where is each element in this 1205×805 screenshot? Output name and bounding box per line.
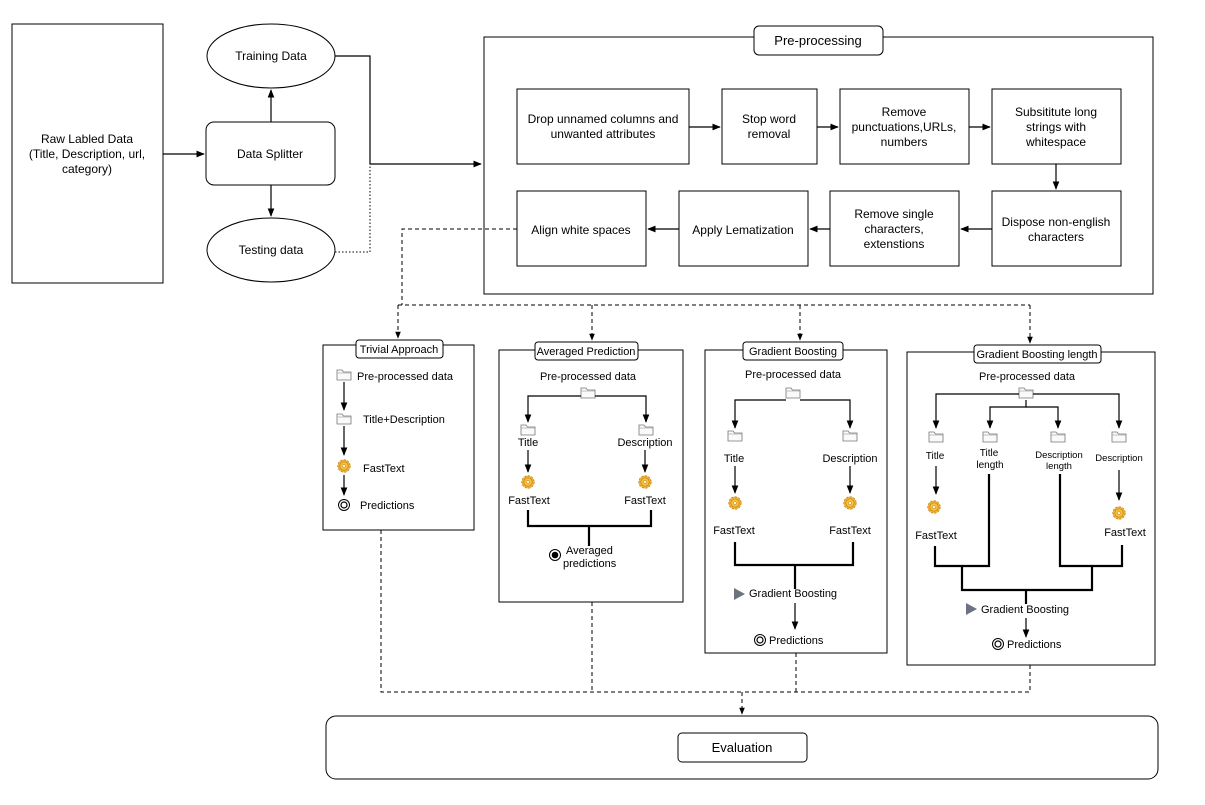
gbl-title: Gradient Boosting length	[976, 349, 1097, 361]
svg-text:extenstions: extenstions	[864, 237, 925, 251]
svg-text:Pre-processed data: Pre-processed data	[357, 371, 454, 383]
gb-title: Gradient Boosting	[749, 346, 837, 358]
averaged-prediction-panel: Averaged Prediction Pre-processed data T…	[498, 341, 684, 603]
step-lematization: Apply Lematization	[678, 190, 809, 267]
svg-text:Description: Description	[1095, 453, 1143, 464]
svg-text:characters,: characters,	[864, 222, 923, 236]
target-icon	[753, 633, 767, 647]
trivial-approach-panel: Trivial Approach Pre-processed data Titl…	[322, 339, 475, 531]
svg-text:numbers: numbers	[881, 135, 928, 149]
svg-text:FastText: FastText	[1104, 527, 1146, 539]
svg-text:FastText: FastText	[829, 525, 871, 537]
svg-text:length: length	[1046, 461, 1072, 472]
target-icon	[337, 498, 351, 512]
evaluation-panel: Evaluation	[325, 715, 1159, 780]
svg-text:predictions: predictions	[563, 558, 617, 570]
preprocessing-panel: Pre-processing Drop unnamed columns and …	[483, 25, 1154, 295]
raw-data-label-1: Raw Labled Data	[41, 132, 133, 146]
step-dispose-non-english: Dispose non-english characters	[991, 190, 1122, 267]
gear-icon	[521, 475, 535, 489]
gear-icon	[728, 496, 742, 510]
svg-text:Stop word: Stop word	[742, 112, 796, 126]
training-data-label: Training Data	[235, 49, 307, 63]
svg-text:Description: Description	[617, 437, 672, 449]
svg-text:Dispose non-english: Dispose non-english	[1002, 215, 1111, 229]
svg-text:Drop unnamed columns and: Drop unnamed columns and	[528, 112, 679, 126]
target-icon	[991, 637, 1005, 651]
svg-text:Predictions: Predictions	[360, 500, 415, 512]
svg-text:Remove: Remove	[882, 105, 927, 119]
distribution-connectors	[395, 228, 1033, 344]
svg-text:Description: Description	[822, 453, 877, 465]
svg-text:Predictions: Predictions	[1007, 639, 1062, 651]
gear-icon	[927, 500, 941, 514]
svg-text:Title: Title	[724, 453, 744, 465]
svg-text:Apply Lematization: Apply Lematization	[692, 223, 793, 237]
svg-text:Description: Description	[1035, 450, 1083, 461]
step-drop-columns: Drop unnamed columns and unwanted attrib…	[516, 88, 690, 165]
step-align-white-spaces: Align white spaces	[516, 190, 647, 267]
step-remove-punctuation: Remove punctuations,URLs, numbers	[839, 88, 970, 165]
svg-text:FastText: FastText	[624, 495, 666, 507]
svg-text:FastText: FastText	[508, 495, 550, 507]
evaluation-connectors	[380, 530, 1031, 715]
svg-text:Title: Title	[518, 437, 538, 449]
svg-text:Gradient Boosting: Gradient Boosting	[981, 604, 1069, 616]
svg-text:Title+Description: Title+Description	[363, 414, 445, 426]
svg-text:Pre-processed data: Pre-processed data	[979, 371, 1076, 383]
step-substitute-strings: Subsititute long strings with whitespace	[991, 88, 1122, 165]
gear-icon	[337, 459, 351, 473]
svg-text:Title: Title	[926, 451, 945, 462]
svg-text:removal: removal	[748, 127, 791, 141]
svg-text:strings with: strings with	[1026, 120, 1086, 134]
gear-icon	[843, 496, 857, 510]
svg-text:whitespace: whitespace	[1025, 135, 1086, 149]
svg-text:Gradient Boosting: Gradient Boosting	[749, 588, 837, 600]
svg-text:length: length	[976, 460, 1003, 471]
evaluation-label: Evaluation	[712, 740, 773, 755]
svg-text:Remove single: Remove single	[854, 207, 934, 221]
gradient-boosting-length-panel: Gradient Boosting length Pre-processed d…	[906, 344, 1156, 666]
raw-data-label-3: category)	[62, 162, 112, 176]
preprocessing-arrows	[647, 123, 1060, 233]
testing-data-node: Testing data	[206, 217, 336, 283]
gradient-boosting-panel: Gradient Boosting Pre-processed data Tit…	[704, 341, 888, 654]
target-icon	[549, 549, 561, 561]
trivial-title: Trivial Approach	[360, 344, 438, 356]
raw-data-box: Raw Labled Data (Title, Description, url…	[11, 23, 164, 284]
data-splitter-label: Data Splitter	[237, 147, 303, 161]
testing-data-label: Testing data	[239, 243, 304, 257]
raw-data-label-2: (Title, Description, url,	[29, 147, 145, 161]
preprocessing-title: Pre-processing	[774, 33, 861, 48]
step-remove-single-chars: Remove single characters, extenstions	[829, 190, 960, 267]
top-left-connectors	[163, 55, 482, 253]
svg-text:Title: Title	[980, 448, 999, 459]
averaged-title: Averaged Prediction	[537, 346, 636, 358]
training-data-node: Training Data	[206, 23, 336, 89]
svg-text:punctuations,URLs,: punctuations,URLs,	[852, 120, 957, 134]
svg-text:FastText: FastText	[915, 530, 957, 542]
step-stop-word: Stop word removal	[721, 88, 818, 165]
svg-text:Subsititute long: Subsititute long	[1015, 105, 1097, 119]
svg-text:Align white spaces: Align white spaces	[531, 223, 630, 237]
svg-text:FastText: FastText	[363, 463, 405, 475]
svg-text:characters: characters	[1028, 230, 1084, 244]
svg-text:Predictions: Predictions	[769, 635, 824, 647]
gear-icon	[1112, 506, 1126, 520]
svg-text:FastText: FastText	[713, 525, 755, 537]
svg-text:Averaged: Averaged	[566, 545, 613, 557]
svg-text:Pre-processed data: Pre-processed data	[745, 369, 842, 381]
svg-text:unwanted attributes: unwanted attributes	[551, 127, 656, 141]
data-splitter-node: Data Splitter	[205, 121, 336, 186]
svg-text:Pre-processed data: Pre-processed data	[540, 371, 637, 383]
gear-icon	[638, 475, 652, 489]
